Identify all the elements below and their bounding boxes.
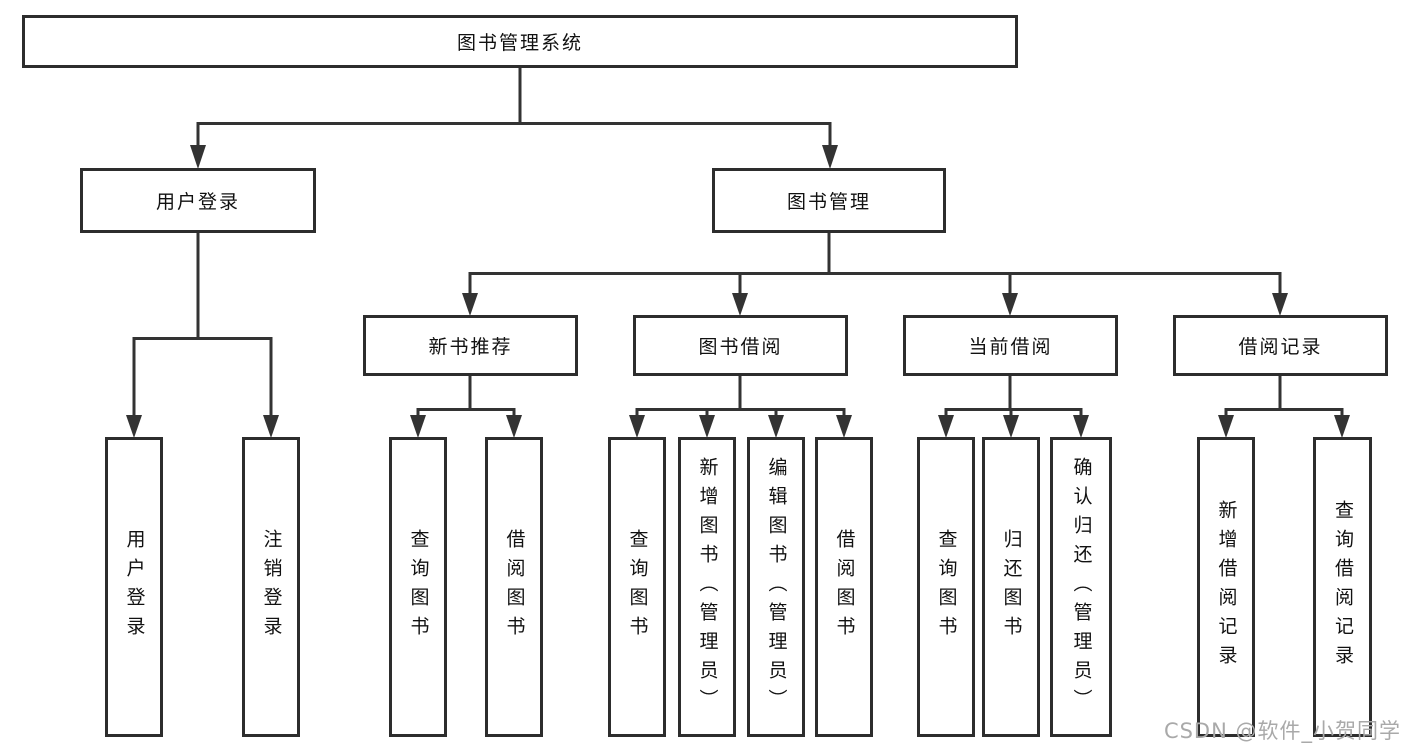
node-label: 查询图书 — [935, 529, 958, 645]
node-library-management-system: 图书管理系统 — [22, 15, 1018, 68]
node-label: 图书借阅 — [698, 336, 783, 358]
leaf-return-books: 归还图书 — [982, 437, 1040, 737]
leaf-edit-books-admin: 编辑图书（管理员） — [747, 437, 805, 737]
leaf-confirm-return-admin: 确认归还（管理员） — [1050, 437, 1112, 737]
node-book-borrow: 图书借阅 — [633, 315, 848, 376]
node-label: 图书管理系统 — [456, 32, 583, 54]
node-label: 查询图书 — [626, 529, 649, 645]
node-user-login: 用户登录 — [80, 168, 316, 233]
node-label: 图书管理 — [786, 191, 871, 213]
node-label: 当前借阅 — [968, 336, 1053, 358]
leaf-query-books-current: 查询图书 — [917, 437, 975, 737]
node-label: 编辑图书（管理员） — [765, 456, 788, 718]
node-label: 确认归还（管理员） — [1070, 456, 1093, 718]
node-current-borrow: 当前借阅 — [903, 315, 1118, 376]
leaf-query-books-borrow: 查询图书 — [608, 437, 666, 737]
leaf-query-borrow-record: 查询借阅记录 — [1313, 437, 1372, 737]
leaf-add-borrow-record: 新增借阅记录 — [1197, 437, 1255, 737]
node-book-management: 图书管理 — [712, 168, 946, 233]
node-label: 查询图书 — [407, 529, 430, 645]
node-label: 借阅图书 — [833, 529, 856, 645]
node-label: 新增借阅记录 — [1215, 500, 1238, 674]
leaf-user-login: 用户登录 — [105, 437, 163, 737]
node-borrow-records: 借阅记录 — [1173, 315, 1388, 376]
node-new-book-recommend: 新书推荐 — [363, 315, 578, 376]
node-label: 用户登录 — [155, 191, 240, 213]
node-label: 归还图书 — [1000, 529, 1023, 645]
leaf-borrow-books-recommend: 借阅图书 — [485, 437, 543, 737]
leaf-logout: 注销登录 — [242, 437, 300, 737]
leaf-query-books-recommend: 查询图书 — [389, 437, 447, 737]
node-label: 借阅记录 — [1238, 336, 1323, 358]
node-label: 新增图书（管理员） — [696, 456, 719, 718]
node-label: 注销登录 — [260, 529, 283, 645]
node-label: 查询借阅记录 — [1332, 500, 1354, 674]
leaf-add-books-admin: 新增图书（管理员） — [678, 437, 736, 737]
leaf-borrow-books: 借阅图书 — [815, 437, 873, 737]
node-label: 借阅图书 — [503, 529, 526, 645]
node-label: 新书推荐 — [428, 336, 513, 358]
node-label: 用户登录 — [123, 529, 146, 645]
